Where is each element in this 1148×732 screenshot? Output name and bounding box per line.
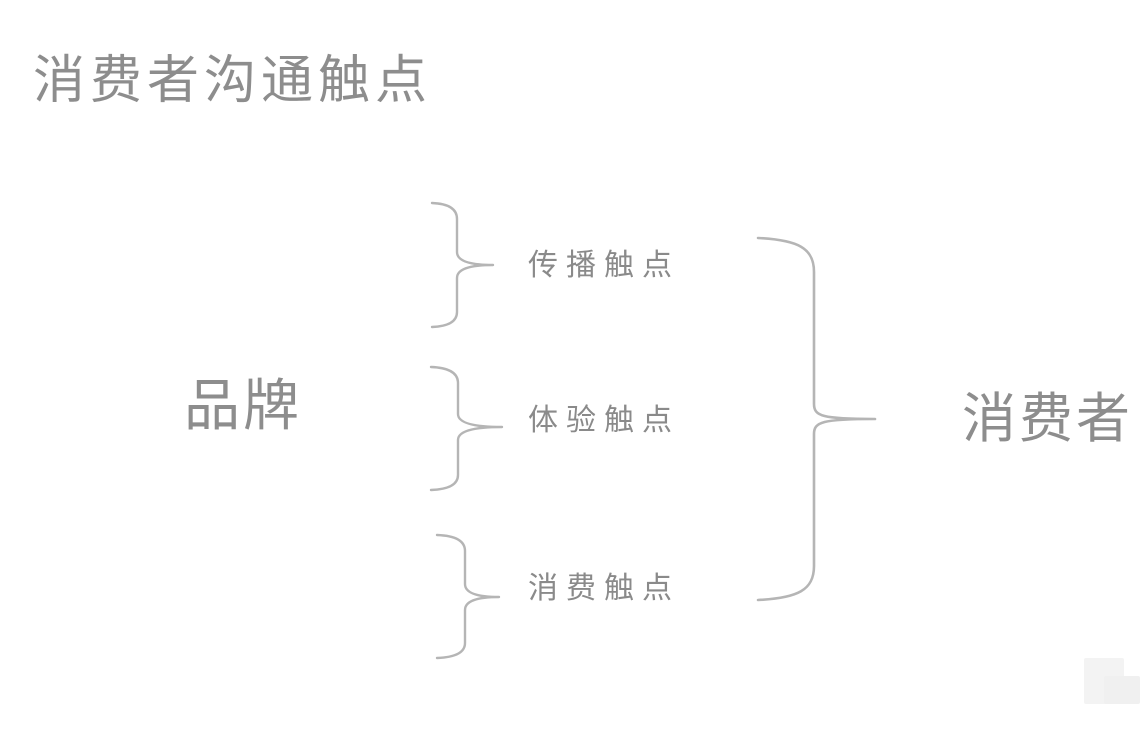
touchpoint-label-experience: 体验触点	[528, 404, 680, 437]
brace-communication-icon	[430, 201, 495, 329]
brace-consumer-icon	[756, 236, 877, 602]
brace-consumption-icon	[435, 533, 501, 660]
brand-node: 品牌	[184, 374, 302, 437]
watermark	[1084, 658, 1140, 704]
consumer-node: 消费者	[962, 389, 1133, 449]
touchpoint-label-consumption: 消费触点	[528, 572, 680, 605]
page-title: 消费者沟通触点	[33, 52, 433, 110]
touchpoint-label-communication: 传播触点	[528, 249, 680, 282]
brace-experience-icon	[429, 365, 504, 492]
